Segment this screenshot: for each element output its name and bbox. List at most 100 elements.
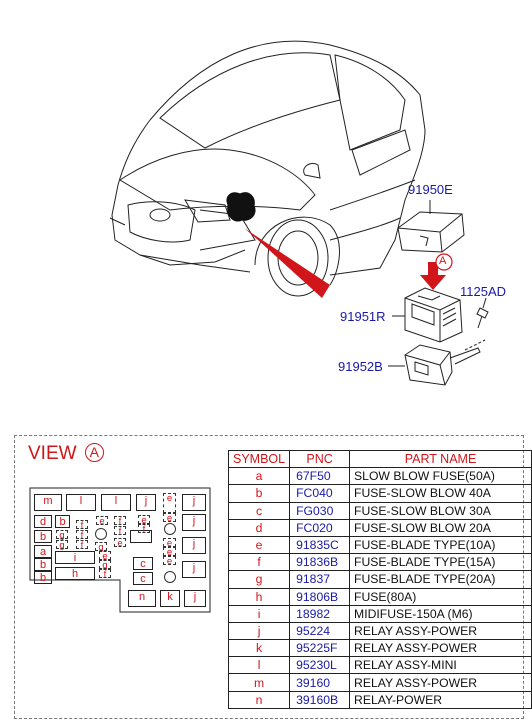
part-name-cell: RELAY ASSY-POWER [349, 621, 532, 641]
symbol-cell: j [227, 621, 291, 641]
slot-f-4: f [114, 516, 126, 526]
part-name-cell: FUSE-SLOW BLOW 30A [349, 501, 532, 520]
header-part-name: PART NAME [349, 449, 532, 469]
slot-b-4: b [55, 515, 70, 528]
slot-e-2: e [114, 538, 126, 548]
arrow-ref-letter: A [439, 255, 447, 267]
part-name-cell: FUSE(80A) [349, 587, 532, 606]
slot-f-7: f [138, 524, 150, 534]
slot-e-5: e [163, 513, 176, 523]
grommet-2 [164, 523, 176, 535]
slot-f-1: f [76, 520, 88, 530]
grommet-3 [164, 571, 176, 583]
slot-e-1: e [96, 516, 108, 526]
view-title: VIEW A [28, 443, 104, 465]
slot-e-4: e [138, 515, 150, 525]
slot-m: m [34, 494, 62, 511]
symbol-cell: c [227, 501, 291, 520]
symbol-cell: m [227, 673, 291, 692]
header-pnc: PNC [289, 449, 351, 469]
car-body-outline [149, 40, 426, 276]
front-wheel [254, 216, 340, 286]
front-grille [127, 201, 196, 243]
slot-b-1: b [34, 530, 52, 543]
symbol-cell: e [227, 535, 291, 555]
symbol-cell: b [227, 484, 291, 503]
pnc-cell: 91806B [289, 587, 351, 606]
part-name-cell: RELAY ASSY-MINI [349, 656, 532, 675]
pnc-cell: 91835C [289, 535, 351, 555]
slot-c-2: c [133, 572, 153, 585]
engine-fuse-box-location [226, 192, 256, 222]
slot-j-2: j [182, 494, 206, 511]
slot-e-7: e [163, 547, 176, 557]
slot-b-2: b [34, 558, 52, 571]
symbol-cell: a [227, 467, 291, 486]
pnc-cell: 67F50 [289, 467, 351, 486]
view-ref-circle: A [84, 443, 104, 462]
pnc-cell: 39160 [289, 673, 351, 692]
windshield [159, 52, 341, 149]
pnc-cell: 95224 [289, 621, 351, 641]
red-leader-band [244, 228, 330, 298]
symbol-cell: n [227, 690, 291, 709]
bolt [476, 307, 489, 329]
pnc-cell: 39160B [289, 690, 351, 709]
part-name-cell: SLOW BLOW FUSE(50A) [349, 467, 532, 486]
symbol-cell: h [227, 587, 291, 606]
slot-n: n [128, 590, 156, 607]
pnc-cell: 91837 [289, 570, 351, 589]
slot-f-3: f [76, 540, 88, 550]
symbol-cell: l [227, 656, 291, 675]
slot-e-6: e [163, 538, 176, 548]
ref-circle-a [435, 253, 453, 271]
part-label-cover: 91950E [408, 182, 453, 197]
part-name-cell: FUSE-BLADE TYPE(20A) [349, 570, 532, 589]
slot-a: a [34, 545, 52, 558]
slot-h: h [55, 567, 95, 580]
part-name-cell: RELAY ASSY-POWER [349, 673, 532, 692]
hood [119, 148, 316, 211]
pnc-cell: FC020 [289, 518, 351, 537]
fuse-box-cover [397, 211, 465, 253]
pnc-cell: 18982 [289, 604, 351, 623]
slot-g-4: g [99, 560, 111, 570]
symbol-cell: d [227, 518, 291, 537]
part-label-fuse-block: 91951R [340, 309, 386, 324]
slot-g-3: g [95, 542, 107, 552]
part-name-cell: FUSE-SLOW BLOW 40A [349, 484, 532, 503]
slot-c-1: c [133, 557, 153, 570]
part-name-cell: FUSE-SLOW BLOW 20A [349, 518, 532, 537]
slot-j-4: j [182, 537, 206, 554]
table-header-row: SYMBOL PNC PART NAME [227, 449, 532, 469]
red-arrow [420, 262, 446, 290]
slot-e-top: e [163, 493, 176, 513]
pnc-cell: FG030 [289, 501, 351, 520]
slot-b-3: b [34, 571, 52, 584]
slot-j-6: j [184, 590, 206, 607]
car-illustration [109, 40, 489, 386]
header-symbol: SYMBOL [227, 449, 291, 469]
bracket [404, 344, 481, 386]
symbol-cell: k [227, 639, 291, 658]
slot-j-3: j [182, 514, 206, 531]
slot-j-5: j [182, 561, 206, 578]
slot-f-2: f [76, 530, 88, 540]
part-label-bracket: 91952B [338, 359, 383, 374]
slot-g-2: g [56, 540, 68, 550]
slot-l-1: l [66, 494, 96, 511]
fuse-layout-outline [29, 487, 211, 613]
slot-e-8: e [163, 556, 176, 566]
part-name-cell: RELAY ASSY-POWER [349, 639, 532, 658]
slot-l-2: l [101, 494, 131, 511]
